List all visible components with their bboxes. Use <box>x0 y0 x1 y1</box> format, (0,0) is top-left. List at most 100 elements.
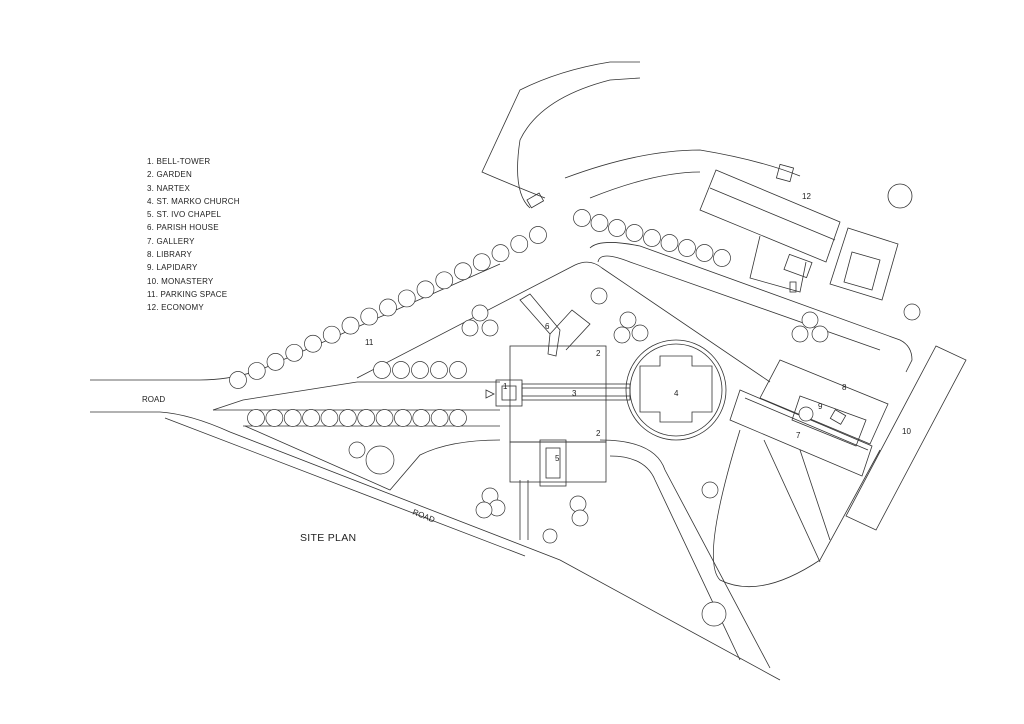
tree <box>283 409 302 427</box>
service-road <box>589 242 913 373</box>
legend-item-parking: 11. PARKING SPACE <box>147 289 228 299</box>
tree <box>573 209 591 227</box>
tree <box>392 361 410 379</box>
legend-item-library: 8. LIBRARY <box>147 250 192 260</box>
tree <box>678 239 696 257</box>
tree <box>801 311 819 329</box>
tree <box>542 528 558 544</box>
main-road <box>90 263 781 681</box>
tree <box>247 409 265 427</box>
tree <box>430 409 449 427</box>
tree <box>590 214 609 232</box>
tree <box>304 334 322 353</box>
tree <box>412 409 431 427</box>
tree <box>338 409 357 427</box>
tree <box>625 224 644 242</box>
legend-item-chapel: 5. ST. IVO CHAPEL <box>147 210 222 220</box>
legend-item-church: 4. ST. MARKO CHURCH <box>147 196 240 206</box>
legend-item-economy: 12. ECONOMY <box>147 303 204 313</box>
tree <box>701 481 719 499</box>
tree <box>475 501 493 519</box>
label-5: 5 <box>555 454 560 463</box>
tree <box>341 316 360 335</box>
tree <box>411 361 429 379</box>
label-12: 12 <box>802 192 811 201</box>
tree <box>247 362 266 380</box>
label-6: 6 <box>545 322 550 331</box>
east-wing <box>712 345 967 588</box>
tree <box>529 226 547 244</box>
tree <box>265 409 284 427</box>
legend-item-garden: 2. GARDEN <box>147 170 192 180</box>
label-9: 9 <box>818 402 823 411</box>
tree <box>695 244 714 262</box>
label-10: 10 <box>902 427 911 436</box>
label-1: 1 <box>503 382 508 391</box>
label-4: 4 <box>674 389 679 398</box>
tree <box>631 324 649 342</box>
tree <box>430 361 448 379</box>
legend-item-gallery: 7. GALLERY <box>147 236 195 246</box>
tree <box>379 298 397 317</box>
tree <box>903 303 921 321</box>
tree <box>266 353 285 371</box>
legend: 1. BELL-TOWER 2. GARDEN 3. NARTEX 4. ST.… <box>147 155 240 315</box>
tree <box>481 319 499 337</box>
tree <box>713 249 731 267</box>
tree <box>510 235 529 253</box>
legend-item-monastery: 10. MONASTERY <box>147 276 214 286</box>
label-8: 8 <box>842 383 847 392</box>
tree <box>613 326 631 344</box>
tree <box>472 253 491 272</box>
tree <box>322 325 341 344</box>
tree <box>590 287 608 305</box>
tree <box>348 441 366 459</box>
road-label-south: ROAD <box>411 508 436 525</box>
tree <box>701 601 727 627</box>
tree <box>491 244 510 262</box>
drawing-title: SITE PLAN <box>300 532 357 544</box>
tree <box>302 409 320 427</box>
tree <box>608 219 626 237</box>
legend-item-lapidary: 9. LAPIDARY <box>147 263 198 273</box>
road-label-west: ROAD <box>142 395 165 404</box>
tree <box>229 371 247 389</box>
tree <box>320 409 339 427</box>
tree <box>454 262 472 281</box>
tree <box>394 409 412 427</box>
tree <box>569 495 587 513</box>
label-2-north: 2 <box>596 349 601 358</box>
tree <box>285 343 304 362</box>
legend-item-bell-tower: 1. BELL-TOWER <box>147 157 211 166</box>
label-2-south: 2 <box>596 429 601 438</box>
label-7: 7 <box>796 431 801 440</box>
legend-item-nartex: 3. NARTEX <box>147 183 190 193</box>
tree <box>449 361 467 379</box>
trees <box>229 209 921 627</box>
tree <box>365 445 395 475</box>
tree <box>643 229 661 247</box>
tree <box>461 319 479 337</box>
tree <box>397 289 416 308</box>
church-complex <box>485 293 727 487</box>
tree <box>471 304 489 322</box>
label-11: 11 <box>365 338 374 347</box>
tree <box>435 271 454 290</box>
embankment <box>481 61 801 209</box>
tree <box>360 307 379 326</box>
tree <box>357 409 376 427</box>
tree <box>811 325 829 343</box>
tree <box>571 509 589 527</box>
tree <box>798 406 814 422</box>
legend-item-parish-house: 6. PARISH HOUSE <box>147 223 219 233</box>
tree <box>619 311 637 329</box>
tree <box>449 409 467 427</box>
label-3: 3 <box>572 389 577 398</box>
tree <box>791 325 809 343</box>
tree <box>660 234 679 252</box>
tree <box>416 280 435 299</box>
economy-buildings <box>699 163 913 301</box>
tree <box>375 409 394 427</box>
